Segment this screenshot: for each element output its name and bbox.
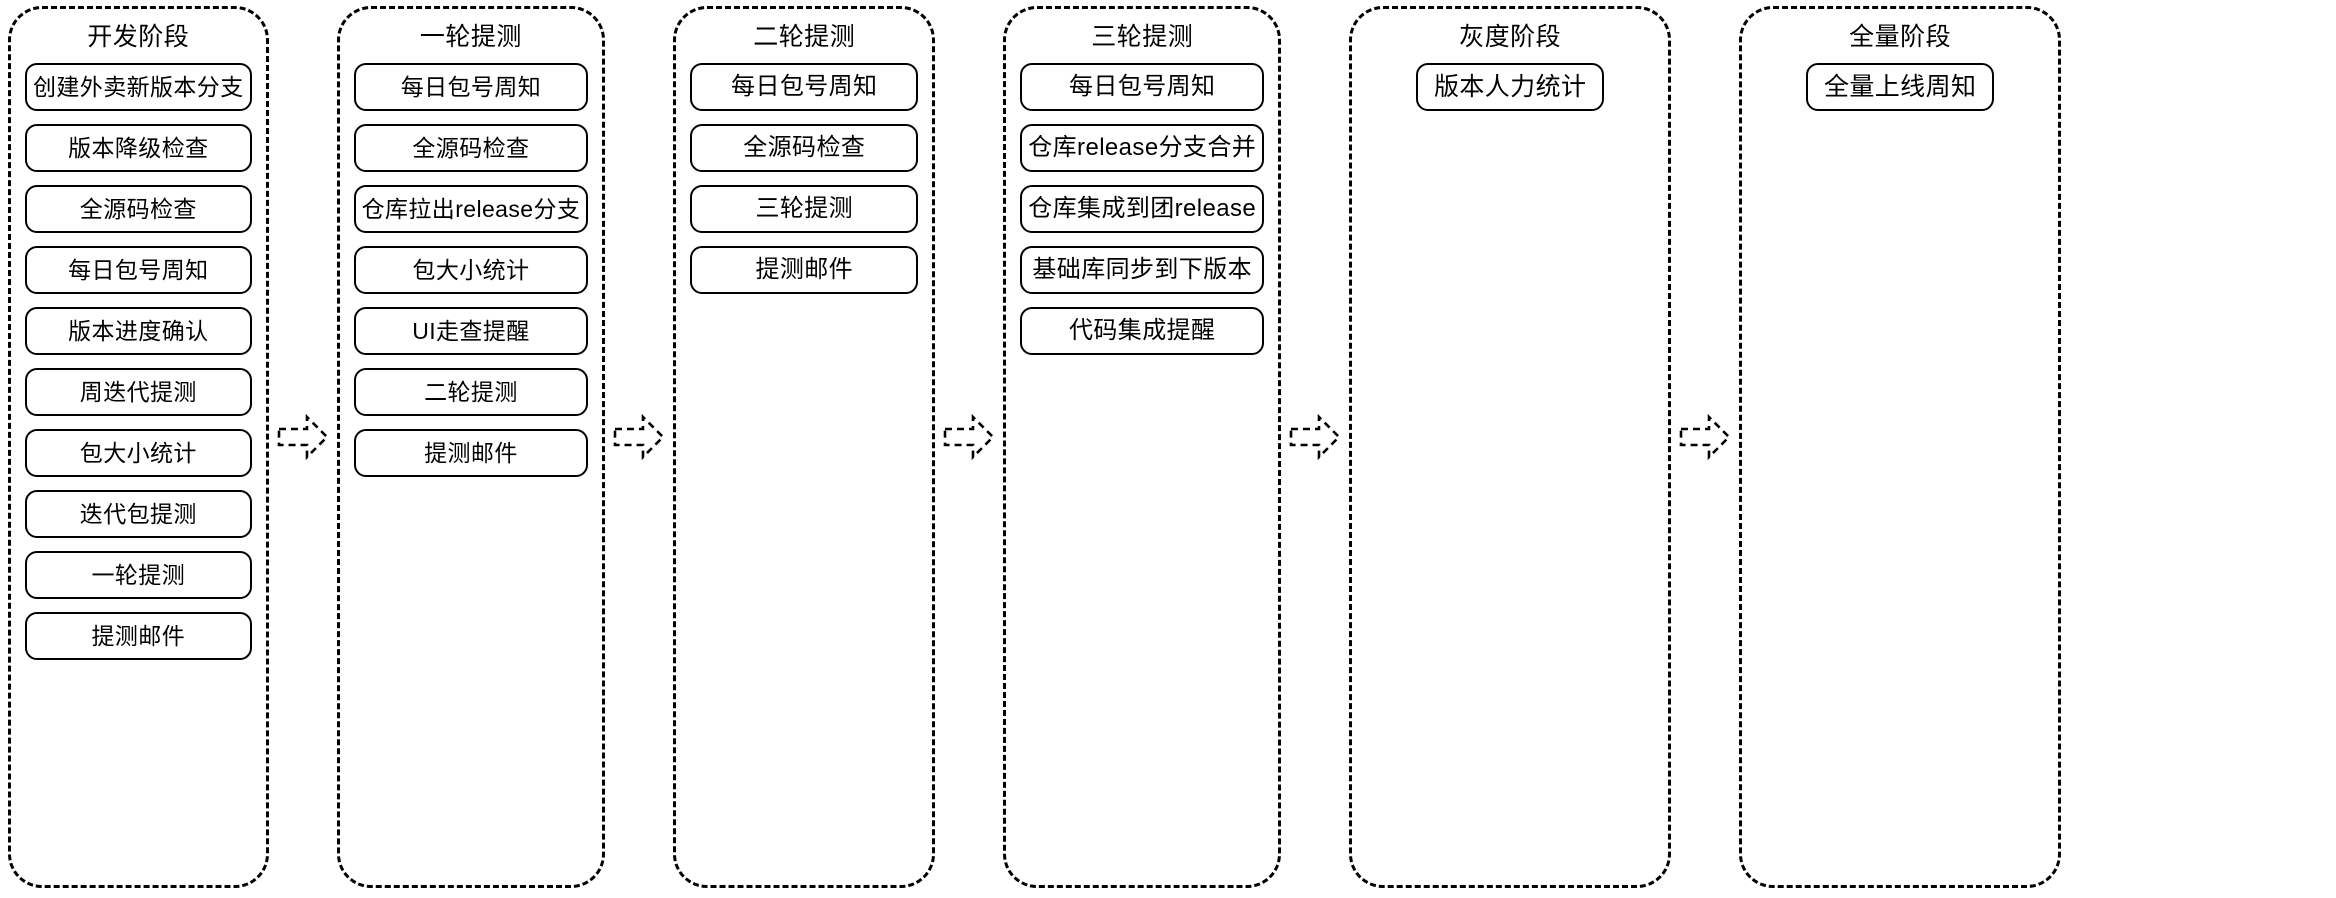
task-list: 版本人力统计	[1366, 63, 1654, 111]
task-box[interactable]: 仓库集成到团release	[1020, 185, 1265, 233]
connector-2	[605, 6, 673, 888]
task-box[interactable]: 每日包号周知	[25, 246, 252, 294]
task-box[interactable]: 提测邮件	[25, 612, 252, 660]
task-box[interactable]: 迭代包提测	[25, 490, 252, 538]
connector-4	[1281, 6, 1349, 888]
connector-5	[1671, 6, 1739, 888]
task-list: 全量上线周知	[1756, 63, 2044, 111]
arrow-right-icon	[613, 414, 666, 460]
phase-container-round-one-test[interactable]: 一轮提测 每日包号周知 全源码检查 仓库拉出release分支 包大小统计 UI…	[336, 6, 606, 888]
task-box[interactable]: 代码集成提醒	[1020, 307, 1265, 355]
task-list: 创建外卖新版本分支 版本降级检查 全源码检查 每日包号周知 版本进度确认 周迭代…	[25, 63, 252, 660]
task-box[interactable]: 三轮提测	[690, 185, 919, 233]
arrow-right-icon	[1289, 414, 1342, 460]
connector-3	[935, 6, 1003, 888]
task-box[interactable]: 包大小统计	[25, 429, 252, 477]
task-box[interactable]: 每日包号周知	[690, 63, 919, 111]
task-box[interactable]: 仓库release分支合并	[1020, 124, 1265, 172]
task-box[interactable]: 全源码检查	[690, 124, 919, 172]
arrow-right-icon	[943, 414, 996, 460]
phase-container-round-two-test[interactable]: 二轮提测 每日包号周知 全源码检查 三轮提测 提测邮件	[673, 6, 936, 888]
task-box[interactable]: 提测邮件	[690, 246, 919, 294]
task-box[interactable]: 仓库拉出release分支	[353, 185, 589, 233]
task-box[interactable]: 一轮提测	[25, 551, 252, 599]
task-box[interactable]: 每日包号周知	[353, 63, 589, 111]
task-box[interactable]: 基础库同步到下版本	[1020, 246, 1265, 294]
task-list: 每日包号周知 仓库release分支合并 仓库集成到团release 基础库同步…	[1020, 63, 1265, 355]
task-box[interactable]: 全源码检查	[353, 124, 589, 172]
phase-title: 一轮提测	[419, 23, 522, 51]
connector-1	[269, 6, 337, 888]
phase-title: 二轮提测	[753, 23, 856, 51]
task-list: 每日包号周知 全源码检查 三轮提测 提测邮件	[690, 63, 919, 294]
task-box[interactable]: 二轮提测	[353, 368, 589, 416]
task-box[interactable]: UI走查提醒	[353, 307, 589, 355]
phase-title: 三轮提测	[1091, 23, 1194, 51]
phase-title: 灰度阶段	[1459, 23, 1562, 51]
task-box[interactable]: 全源码检查	[25, 185, 252, 233]
task-box[interactable]: 版本降级检查	[25, 124, 252, 172]
task-box[interactable]: 提测邮件	[353, 429, 589, 477]
phase-container-round-three-test[interactable]: 三轮提测 每日包号周知 仓库release分支合并 仓库集成到团release …	[1003, 6, 1282, 888]
phase-title: 全量阶段	[1849, 23, 1952, 51]
task-box[interactable]: 包大小统计	[353, 246, 589, 294]
task-box[interactable]: 版本进度确认	[25, 307, 252, 355]
task-box[interactable]: 每日包号周知	[1020, 63, 1265, 111]
task-list: 每日包号周知 全源码检查 仓库拉出release分支 包大小统计 UI走查提醒 …	[353, 63, 589, 477]
phase-container-development[interactable]: 开发阶段 创建外卖新版本分支 版本降级检查 全源码检查 每日包号周知 版本进度确…	[8, 6, 269, 888]
task-box[interactable]: 周迭代提测	[25, 368, 252, 416]
arrow-right-icon	[1679, 414, 1732, 460]
task-box[interactable]: 版本人力统计	[1416, 63, 1605, 111]
task-box[interactable]: 创建外卖新版本分支	[25, 63, 252, 111]
task-box[interactable]: 全量上线周知	[1806, 63, 1995, 111]
phase-container-gray-release[interactable]: 灰度阶段 版本人力统计	[1349, 6, 1672, 888]
arrow-right-icon	[277, 414, 329, 460]
phase-container-full-release[interactable]: 全量阶段 全量上线周知	[1739, 6, 2062, 888]
phase-title: 开发阶段	[87, 23, 190, 51]
